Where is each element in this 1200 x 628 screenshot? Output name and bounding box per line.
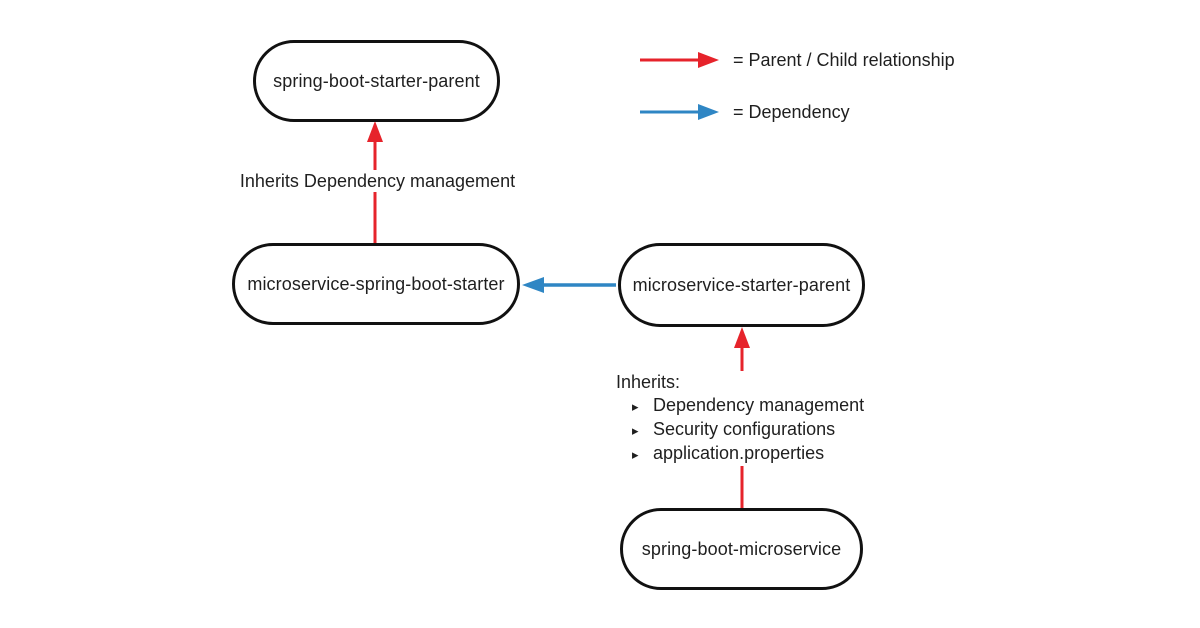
legend-dependency-arrow [640,104,719,120]
node-microservice-spring-boot-starter: microservice-spring-boot-starter [232,243,520,325]
list-item-label: application.properties [653,443,825,463]
arrowhead-right-icon [698,104,719,120]
legend-label-dependency: = Dependency [733,102,850,122]
node-spring-boot-starter-parent: spring-boot-starter-parent [253,40,500,122]
arrowhead-up-icon [367,121,383,142]
bullet-triangle-icon: ▸ [632,423,639,438]
inherits-list-title: Inherits: [616,372,681,392]
list-item: ▸ Dependency management [616,394,878,418]
dependency-arrow [522,277,616,293]
edge-label-inherits-dependency-management: Inherits Dependency management [237,170,518,192]
node-spring-boot-microservice: spring-boot-microservice [620,508,863,590]
arrowhead-up-icon [734,327,750,348]
bullet-triangle-icon: ▸ [632,399,639,414]
list-item: ▸ application.properties [616,442,878,466]
list-item-label: Security configurations [653,419,836,439]
bullet-triangle-icon: ▸ [632,447,639,462]
edge-label-inherits-list: Inherits: ▸ Dependency management ▸ Secu… [616,371,878,466]
list-item: ▸ Security configurations [616,418,878,442]
node-microservice-starter-parent: microservice-starter-parent [618,243,865,327]
legend-label-parent-child: = Parent / Child relationship [733,50,955,70]
list-item-label: Dependency management [653,395,865,415]
arrowhead-left-icon [522,277,544,293]
legend-parent-child-arrow [640,52,719,68]
arrowhead-right-icon [698,52,719,68]
